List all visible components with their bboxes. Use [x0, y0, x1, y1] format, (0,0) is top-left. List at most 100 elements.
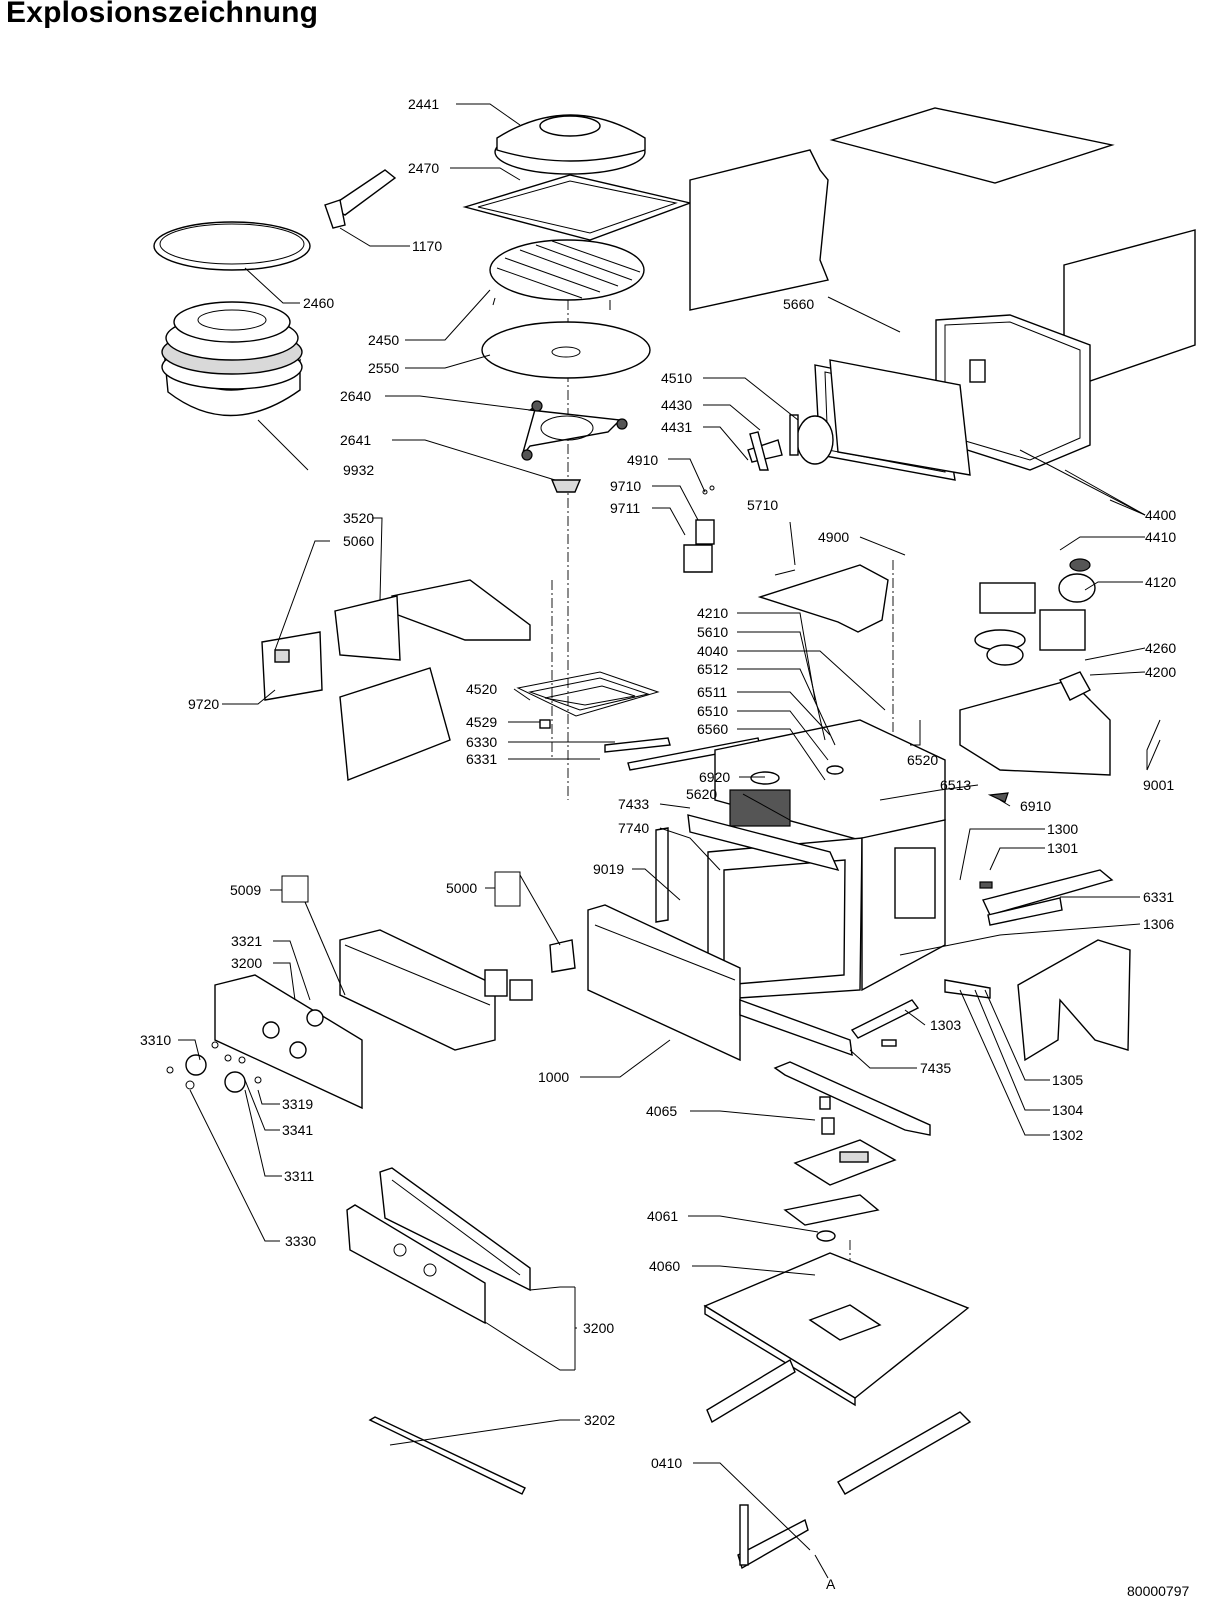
switch-module-5000 [549, 939, 576, 973]
door-switch-bracket [683, 485, 715, 573]
label-3341: 3341 [282, 1122, 313, 1138]
label-6560: 6560 [697, 721, 728, 737]
label-4510: 4510 [661, 370, 692, 386]
label-1303: 1303 [930, 1017, 961, 1033]
steamer-pot-9932 [161, 301, 303, 417]
label-9019: 9019 [593, 861, 624, 877]
label-4060: 4060 [649, 1258, 680, 1274]
label-3200-bottom: 3200 [583, 1320, 614, 1336]
control-pcb-9720 [261, 631, 323, 701]
base-rails [706, 1358, 972, 1495]
roller-support-2640 [521, 400, 628, 461]
label-1170: 1170 [412, 238, 442, 254]
label-2550: 2550 [368, 360, 399, 376]
control-knobs-3310 [166, 1041, 262, 1093]
label-5009: 5009 [230, 882, 261, 898]
glass-plate-2460 [153, 221, 311, 271]
label-9932: 9932 [343, 462, 374, 478]
stirrer-fan-4430 [747, 414, 834, 471]
insulation-panel-right [1017, 939, 1131, 1062]
label-5710: 5710 [747, 497, 778, 513]
label-3319: 3319 [282, 1096, 313, 1112]
baking-tray-2470 [462, 174, 693, 241]
control-module-5009 [339, 929, 533, 1051]
round-cover-2441 [494, 114, 646, 175]
label-4431: 4431 [661, 419, 692, 435]
label-2441: 2441 [408, 96, 439, 112]
label-1300: 1300 [1047, 821, 1078, 837]
label-5620: 5620 [686, 786, 717, 802]
page-title: Explosionszeichnung [6, 0, 319, 29]
label-6920: 6920 [699, 769, 730, 785]
label-1000: 1000 [538, 1069, 569, 1085]
label-6910: 6910 [1020, 798, 1051, 814]
tray-handle-1170 [324, 169, 397, 229]
label-1305: 1305 [1052, 1072, 1083, 1088]
leader-lines [178, 103, 1161, 1579]
right-side-rails-1300 [979, 869, 1114, 926]
label-5610: 5610 [697, 624, 728, 640]
label-6513: 6513 [940, 777, 971, 793]
label-4520: 4520 [466, 681, 497, 697]
label-4210: 4210 [697, 605, 728, 621]
marker-a: A [826, 1576, 836, 1592]
label-4430: 4430 [661, 397, 692, 413]
grill-rack-2450 [489, 239, 645, 310]
part-labels: 2441 2470 1170 2460 2450 2550 2640 2641 … [140, 96, 1176, 1592]
label-4410: 4410 [1145, 529, 1176, 545]
case-top-panel [829, 107, 1115, 184]
label-3310: 3310 [140, 1032, 171, 1048]
label-1304: 1304 [1052, 1102, 1083, 1118]
label-6331-lower: 6331 [1143, 889, 1174, 905]
door-hinge-1304 [944, 979, 991, 999]
label-3321: 3321 [231, 933, 262, 949]
label-4120: 4120 [1145, 574, 1176, 590]
label-2640: 2640 [340, 388, 371, 404]
label-3200-top: 3200 [231, 955, 262, 971]
foot-bracket-0410 [737, 1504, 809, 1570]
label-2470: 2470 [408, 160, 439, 176]
right-mounting-bracket-9001 [959, 671, 1111, 776]
waveguide-cover-4900 [757, 564, 889, 633]
label-6512: 6512 [697, 661, 728, 677]
door-frame-7740 [655, 814, 840, 923]
label-6511: 6511 [697, 684, 727, 700]
label-4061: 4061 [647, 1208, 678, 1224]
label-2641: 2641 [340, 432, 371, 448]
oven-door-1000 [587, 904, 853, 1062]
label-1302: 1302 [1052, 1127, 1083, 1143]
label-6330: 6330 [466, 734, 497, 750]
cooling-motor-4410 [974, 558, 1096, 666]
insulation-panel-left [339, 667, 451, 781]
label-4200: 4200 [1145, 664, 1176, 680]
turntable-plate-2550 [481, 321, 651, 379]
label-4260: 4260 [1145, 640, 1176, 656]
label-4910: 4910 [627, 452, 658, 468]
label-9711: 9711 [610, 500, 640, 516]
label-6510: 6510 [697, 703, 728, 719]
front-fascia-3200 [346, 1167, 531, 1325]
cavity-back-assembly-4400 [814, 314, 1091, 481]
label-7433: 7433 [618, 796, 649, 812]
label-6520: 6520 [907, 752, 938, 768]
label-5060: 5060 [343, 533, 374, 549]
label-3520: 3520 [343, 510, 374, 526]
label-9001: 9001 [1143, 777, 1174, 793]
control-panel-3200 [214, 974, 363, 1110]
label-4400: 4400 [1145, 507, 1176, 523]
label-3311: 3311 [284, 1168, 314, 1184]
label-5660: 5660 [783, 296, 814, 312]
label-3330: 3330 [285, 1233, 316, 1249]
label-0410: 0410 [651, 1455, 682, 1471]
label-4900: 4900 [818, 529, 849, 545]
label-7740: 7740 [618, 820, 649, 836]
case-side-panel [689, 149, 829, 311]
drive-coupler-2641 [550, 479, 582, 493]
trim-strip-3202 [368, 1416, 526, 1495]
label-7435: 7435 [920, 1060, 951, 1076]
label-4040: 4040 [697, 643, 728, 659]
label-2460: 2460 [303, 295, 334, 311]
control-bracket-3520 [334, 579, 531, 661]
